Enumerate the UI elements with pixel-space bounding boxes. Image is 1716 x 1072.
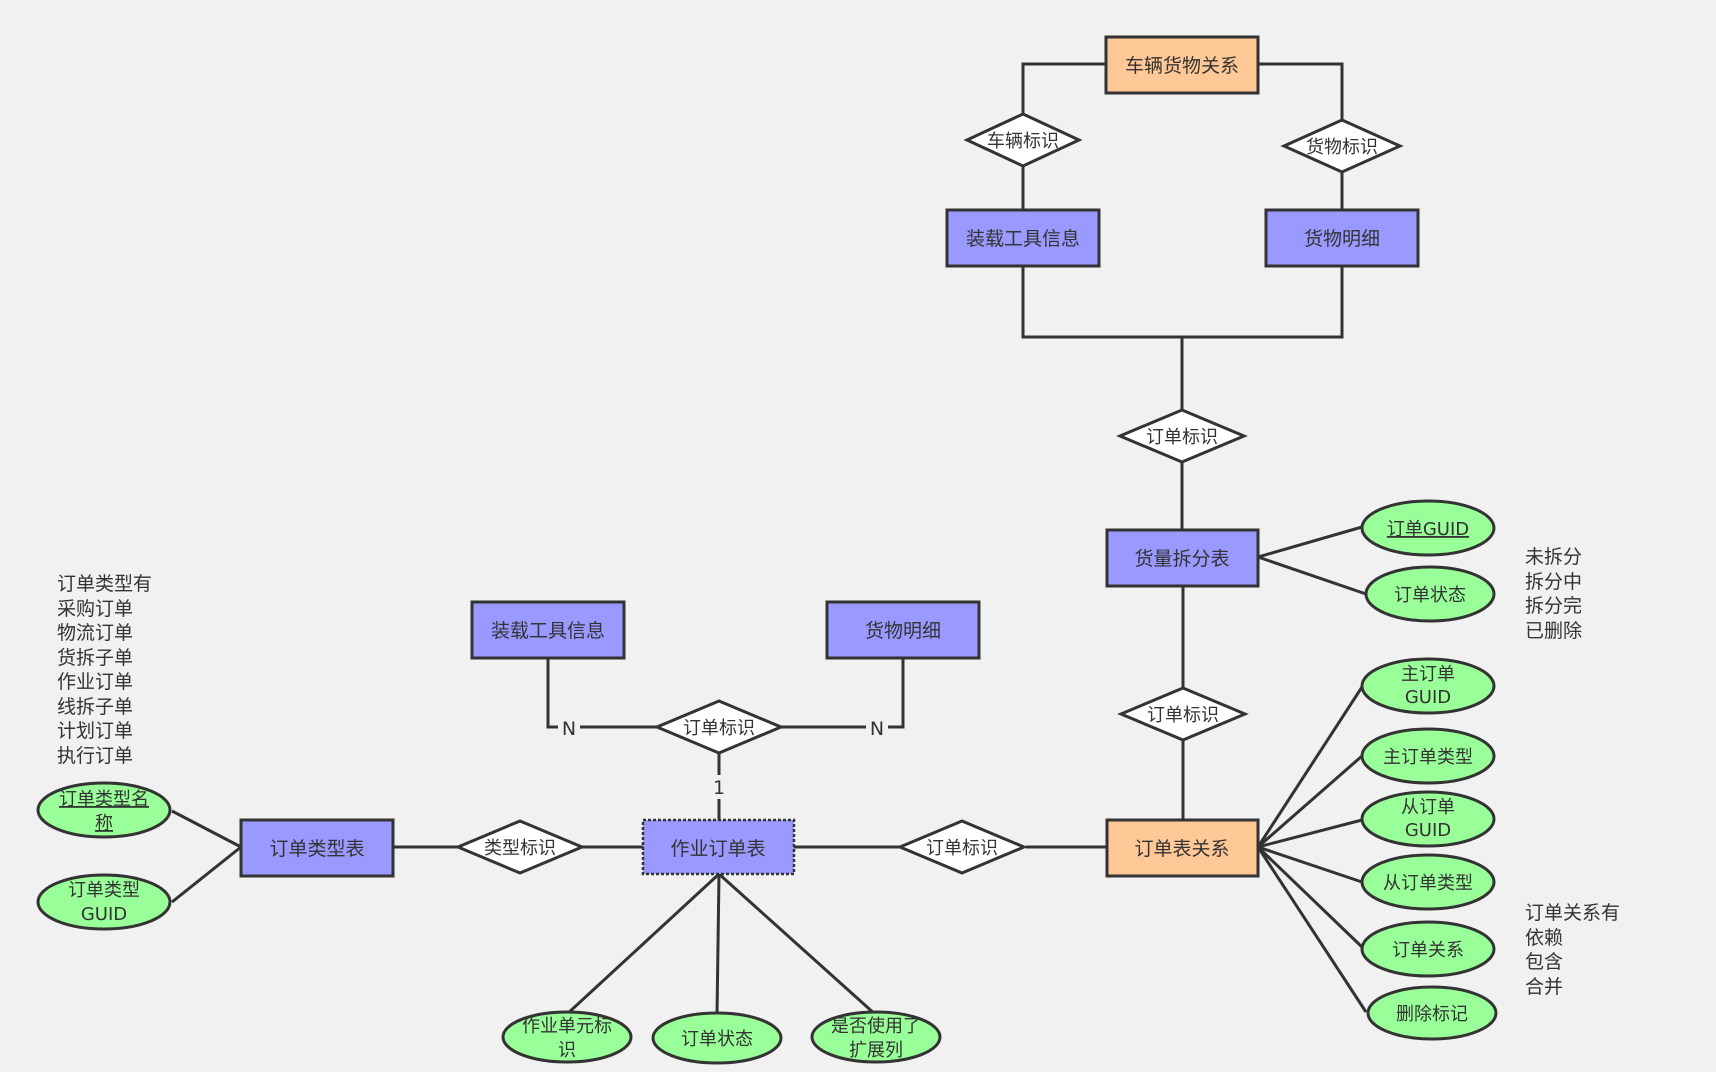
attribute-order-type-name[interactable]: 订单类型名 称 (36, 781, 172, 839)
attribute-delete-flag[interactable]: 删除标记 (1366, 985, 1498, 1041)
cardinality-label: 1 (713, 777, 725, 799)
connector-line (1256, 686, 1364, 848)
attribute-label: 订单关系 (1392, 940, 1464, 961)
relationship-vehicle-id[interactable]: 车辆标识 (963, 112, 1083, 168)
attribute-label: 订单类型名 (59, 789, 149, 810)
attribute-split-order-status[interactable]: 订单状态 (1364, 565, 1496, 623)
connector-line (1256, 846, 1368, 1013)
entity-vehicle-cargo-relation[interactable]: 车辆货物关系 (1104, 35, 1260, 95)
attribute-label: 主订单类型 (1383, 747, 1473, 768)
attribute-label: 扩展列 (849, 1040, 903, 1061)
connector-line (780, 658, 905, 729)
attribute-work-unit-id[interactable]: 作业单元标 识 (501, 1010, 633, 1064)
connector-line (1257, 525, 1363, 559)
entity-label: 车辆货物关系 (1125, 55, 1239, 77)
split-status-note: 未拆分 拆分中 拆分完 已删除 (1525, 546, 1583, 642)
entity-label: 货物明细 (865, 620, 941, 642)
order-relation-types-note: 订单关系有 依赖 包含 合并 (1525, 902, 1621, 998)
attribute-label: 作业单元标 (522, 1016, 612, 1037)
entity-loading-tool-top[interactable]: 装载工具信息 (945, 208, 1101, 268)
attribute-uses-ext-column[interactable]: 是否使用了 扩展列 (810, 1010, 942, 1064)
entity-cargo-detail-mid[interactable]: 货物明细 (825, 600, 981, 660)
connector-line (171, 809, 242, 849)
attribute-label: 称 (95, 813, 113, 834)
entity-order-type-table[interactable]: 订单类型表 (239, 818, 395, 878)
attribute-label: 订单类型 (68, 880, 140, 901)
attribute-label: 删除标记 (1396, 1004, 1468, 1025)
attribute-main-order-type[interactable]: 主订单类型 (1360, 727, 1496, 785)
connector-line (1256, 845, 1364, 949)
cardinality-left-n: N (558, 716, 580, 740)
connector-line (715, 873, 721, 1016)
attribute-label: 识 (558, 1040, 576, 1061)
relationship-label: 订单标识 (1147, 705, 1219, 726)
cardinality-label: N (562, 718, 576, 740)
connector-line (171, 845, 242, 904)
entity-work-order-table[interactable]: 作业订单表 (641, 818, 796, 876)
entity-label: 装载工具信息 (966, 228, 1080, 250)
attribute-label: 从订单类型 (1383, 873, 1473, 894)
connector-line (564, 872, 721, 1017)
connector-line (717, 872, 878, 1017)
entity-label: 订单表关系 (1134, 838, 1229, 860)
relationship-type-id[interactable]: 类型标识 (454, 819, 586, 875)
relationship-order-id-center[interactable]: 订单标识 (653, 699, 785, 755)
connector-line (1257, 845, 1363, 884)
attribute-label: 是否使用了 (831, 1016, 921, 1037)
attribute-sub-order-type[interactable]: 从订单类型 (1360, 853, 1496, 911)
cardinality-label: N (870, 718, 884, 740)
relationship-label: 车辆标识 (987, 131, 1059, 152)
attribute-order-relation[interactable]: 订单关系 (1360, 920, 1496, 978)
order-types-note: 订单类型有 采购订单 物流订单 货拆子单 作业订单 线拆子单 计划订单 执行订单 (57, 573, 153, 767)
relationship-label: 订单标识 (683, 718, 755, 739)
connector-line (1257, 818, 1363, 849)
attribute-label: 主订单 (1401, 664, 1455, 685)
attribute-work-order-status[interactable]: 订单状态 (651, 1011, 783, 1065)
cardinality-right-n: N (866, 716, 888, 740)
entity-label: 货量拆分表 (1134, 548, 1229, 570)
relationship-order-id-right[interactable]: 订单标识 (896, 819, 1028, 875)
relationship-label: 订单标识 (1146, 427, 1218, 448)
connector-line (1257, 555, 1367, 596)
cardinality-bottom-one: 1 (709, 775, 729, 799)
relationship-order-id-top[interactable]: 订单标识 (1116, 408, 1248, 464)
entity-label: 订单类型表 (269, 838, 364, 860)
attribute-label: 订单状态 (681, 1029, 753, 1050)
attribute-split-order-guid[interactable]: 订单GUID (1360, 499, 1496, 557)
relationship-order-id-split[interactable]: 订单标识 (1117, 686, 1249, 742)
entity-cargo-detail-top[interactable]: 货物明细 (1264, 208, 1420, 268)
connector-line (1257, 754, 1363, 849)
relationship-label: 类型标识 (484, 838, 556, 859)
relationship-label: 货物标识 (1306, 137, 1378, 158)
relationship-label: 订单标识 (926, 838, 998, 859)
entity-label: 作业订单表 (670, 838, 765, 860)
entity-loading-tool-mid[interactable]: 装载工具信息 (470, 600, 626, 660)
attribute-label: GUID (81, 904, 127, 925)
connector-lines (171, 62, 1368, 1017)
attribute-main-order-guid[interactable]: 主订单 GUID (1360, 657, 1496, 715)
attribute-order-type-guid[interactable]: 订单类型 GUID (36, 873, 172, 931)
attribute-label: 从订单 (1401, 797, 1455, 818)
entity-split-table[interactable]: 货量拆分表 (1105, 528, 1260, 588)
attribute-label: GUID (1405, 687, 1451, 708)
connector-line (546, 658, 658, 729)
connector-line (1021, 266, 1344, 339)
attribute-sub-order-guid[interactable]: 从订单 GUID (1360, 790, 1496, 848)
entity-label: 装载工具信息 (491, 620, 605, 642)
attribute-label: 订单GUID (1387, 519, 1469, 540)
attribute-label: GUID (1405, 820, 1451, 841)
entity-label: 货物明细 (1304, 228, 1380, 250)
attribute-label: 订单状态 (1394, 585, 1466, 606)
entity-order-relation-table[interactable]: 订单表关系 (1105, 818, 1260, 878)
relationship-cargo-id[interactable]: 货物标识 (1280, 118, 1404, 174)
